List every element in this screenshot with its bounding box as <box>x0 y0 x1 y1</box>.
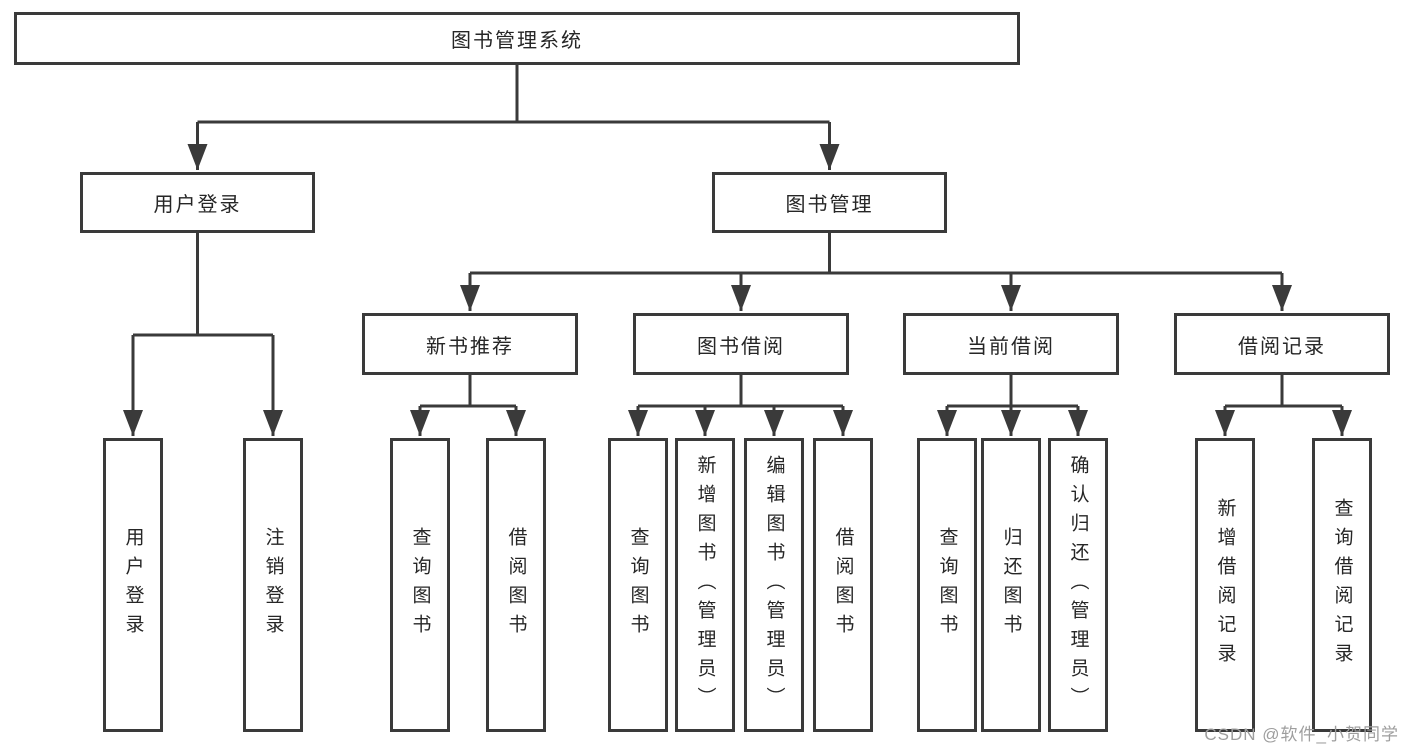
node-label: 新书推荐 <box>426 335 514 358</box>
leaf-query-borrow-record: 查询借阅记录 <box>1312 438 1372 732</box>
node-book-borrow: 图书借阅 <box>633 313 849 375</box>
node-label: 新增借阅记录 <box>1214 498 1236 672</box>
leaf-edit-book-admin: 编辑图书（管理员） <box>744 438 804 732</box>
leaf-borrow-books-recommend: 借阅图书 <box>486 438 546 732</box>
node-label: 借阅记录 <box>1238 335 1326 358</box>
node-label: 用户登录 <box>153 194 242 216</box>
node-label: 注销登录 <box>262 527 284 643</box>
node-label: 确认归还（管理员） <box>1067 454 1089 716</box>
node-label: 图书借阅 <box>697 335 785 358</box>
node-label: 图书管理系统 <box>451 30 583 52</box>
node-label: 借阅图书 <box>505 527 527 643</box>
node-label: 查询图书 <box>936 527 958 643</box>
leaf-add-book-admin: 新增图书（管理员） <box>675 438 735 732</box>
node-label: 归还图书 <box>1000 527 1022 643</box>
node-library-management-system: 图书管理系统 <box>14 12 1020 65</box>
node-label: 编辑图书（管理员） <box>763 454 785 716</box>
leaf-return-book: 归还图书 <box>981 438 1041 732</box>
node-borrow-records: 借阅记录 <box>1174 313 1390 375</box>
leaf-user-login: 用户登录 <box>103 438 163 732</box>
node-label: 查询图书 <box>409 527 431 643</box>
node-new-book-recommend: 新书推荐 <box>362 313 578 375</box>
leaf-add-borrow-record: 新增借阅记录 <box>1195 438 1255 732</box>
node-book-management-branch: 图书管理 <box>712 172 947 233</box>
node-label: 新增图书（管理员） <box>694 454 716 716</box>
node-label: 用户登录 <box>122 527 144 643</box>
leaf-query-books-recommend: 查询图书 <box>390 438 450 732</box>
node-label: 图书管理 <box>785 194 874 216</box>
leaf-logout: 注销登录 <box>243 438 303 732</box>
node-label: 借阅图书 <box>832 527 854 643</box>
node-current-borrow: 当前借阅 <box>903 313 1119 375</box>
leaf-borrow-books-2: 借阅图书 <box>813 438 873 732</box>
leaf-query-books-borrow: 查询图书 <box>608 438 668 732</box>
node-user-login-branch: 用户登录 <box>80 172 315 233</box>
node-label: 当前借阅 <box>967 335 1055 358</box>
node-label: 查询借阅记录 <box>1331 498 1353 672</box>
leaf-confirm-return-admin: 确认归还（管理员） <box>1048 438 1108 732</box>
leaf-query-books-current: 查询图书 <box>917 438 977 732</box>
node-label: 查询图书 <box>627 527 649 643</box>
csdn-watermark: CSDN @软件_小贺同学 <box>1204 725 1399 744</box>
